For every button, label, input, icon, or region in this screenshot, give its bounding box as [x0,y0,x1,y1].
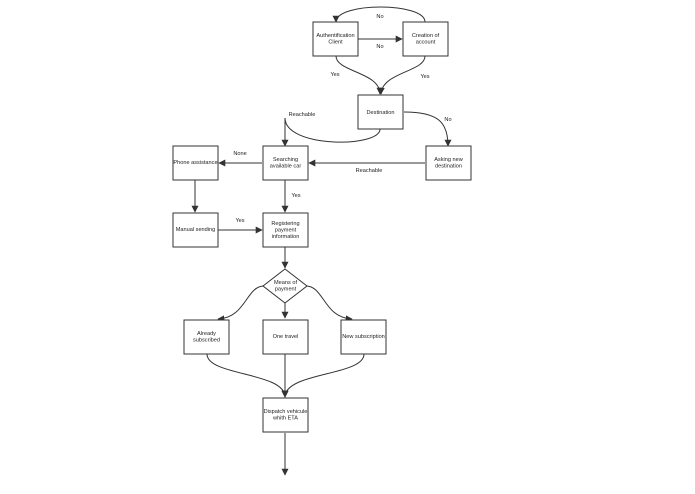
edge-label-creation-to-destination: Yes [420,74,429,80]
edge-means-to-already [217,285,265,323]
svg-text:Manual sending: Manual sending [176,227,216,233]
edge-label-searching-to-registering: Yes [291,193,300,199]
svg-text:Phone assistance: Phone assistance [173,160,217,166]
edge-label-manual-to-registering: Yes [235,218,244,224]
node-onetravel: One travel [262,319,309,355]
edge-means-to-newsub [305,285,353,323]
svg-text:One travel: One travel [273,334,299,340]
edge-label-destination-to-searching: Reachable [289,112,316,118]
edge-auth-to-destination [335,55,384,95]
edge-destination-to-searching [281,117,381,147]
svg-text:New subscription: New subscription [342,334,385,340]
edge-already-to-dispatch [206,353,289,398]
node-destination: Destination [357,94,404,130]
edge-label-asking-to-searching: Reachable [356,168,383,174]
svg-text:Destination: Destination [367,110,395,116]
edge-creation-to-auth [332,6,426,23]
edge-newsub-to-dispatch [281,353,365,398]
edge-label-auth-to-destination: Yes [330,72,339,78]
edge-label-creation-to-auth: No [376,14,383,20]
edge-label-destination-to-asking: No [444,117,451,123]
edge-creation-to-destination [377,55,426,95]
edge-label-searching-to-phone: None [233,151,246,157]
edge-label-auth-to-creation: No [376,44,383,50]
node-phone: Phone assistance [172,145,219,181]
edge-destination-to-asking [403,111,452,147]
node-newsub: New subscription [340,319,387,355]
node-manual: Manual sending [172,212,219,248]
